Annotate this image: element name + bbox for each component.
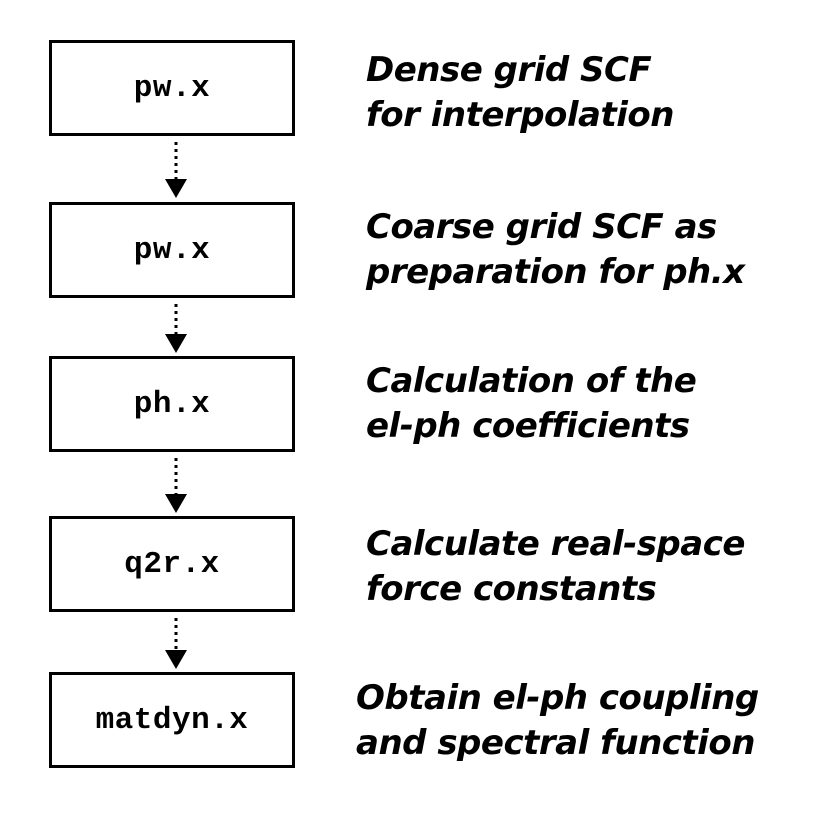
step-description: Obtain el-ph coupling and spectral funct… — [356, 676, 759, 766]
step-description-line: el-ph coefficients — [366, 406, 690, 446]
step-description-line: Calculation of the — [366, 361, 697, 401]
step-description-line: Calculate real-space — [366, 524, 745, 564]
step-box-q2r: q2r.x — [49, 516, 295, 612]
step-box-pw-dense: pw.x — [49, 40, 295, 136]
arrowhead-icon — [165, 334, 187, 353]
arrowhead-icon — [165, 650, 187, 669]
step-description-line: Coarse grid SCF as — [366, 207, 717, 247]
step-description-line: for interpolation — [366, 95, 674, 135]
step-description: Calculation of the el-ph coefficients — [366, 359, 697, 449]
step-program-label: q2r.x — [124, 546, 220, 582]
arrowhead-icon — [165, 494, 187, 513]
step-description-line: Dense grid SCF — [366, 50, 652, 90]
step-description: Dense grid SCF for interpolation — [366, 48, 674, 138]
step-description: Calculate real-space force constants — [366, 522, 745, 612]
step-box-pw-coarse: pw.x — [49, 202, 295, 298]
step-description-line: force constants — [366, 569, 657, 609]
arrowhead-icon — [165, 179, 187, 198]
step-description-line: preparation for ph.x — [366, 252, 745, 292]
step-description-line: and spectral function — [356, 723, 755, 763]
step-box-ph: ph.x — [49, 356, 295, 452]
step-program-label: pw.x — [133, 232, 211, 268]
step-box-matdyn: matdyn.x — [49, 672, 295, 768]
step-program-label: pw.x — [133, 70, 211, 106]
step-program-label: ph.x — [133, 386, 211, 422]
step-program-label: matdyn.x — [95, 702, 249, 738]
step-description-line: Obtain el-ph coupling — [356, 678, 759, 718]
step-description: Coarse grid SCF as preparation for ph.x — [366, 205, 745, 295]
